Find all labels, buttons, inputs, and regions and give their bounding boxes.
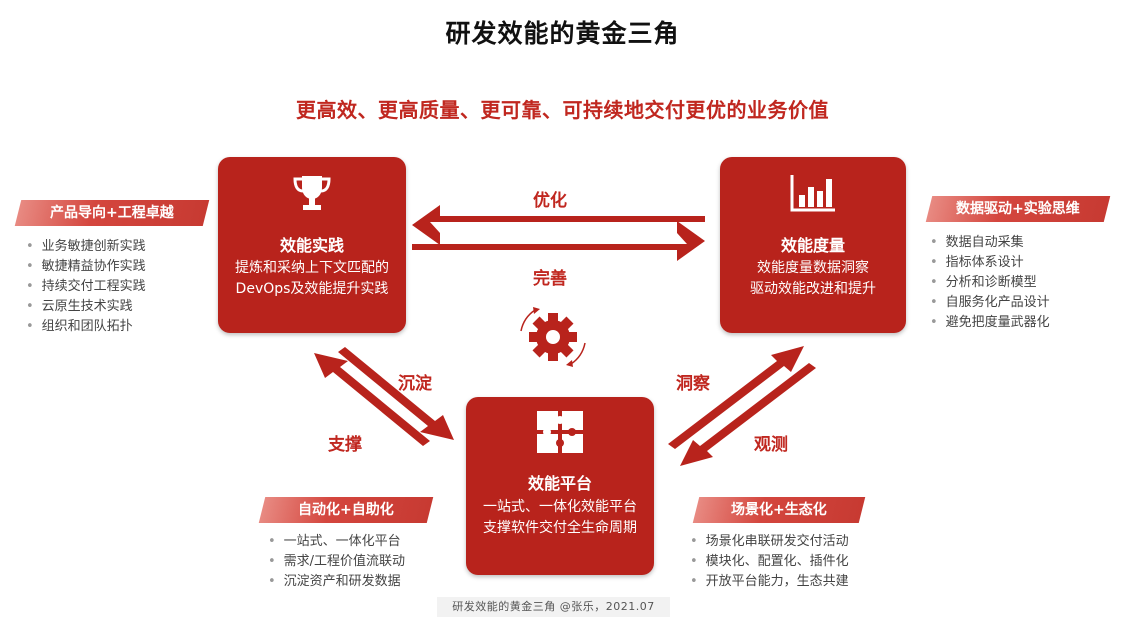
box-platform-line-1: 一站式、一体化效能平台 <box>483 499 637 515</box>
list-item: 避免把度量武器化 <box>930 313 1050 333</box>
list-item: 数据自动采集 <box>930 233 1050 253</box>
list-item: 沉淀资产和研发数据 <box>268 572 405 592</box>
list-item: 持续交付工程实践 <box>26 277 146 297</box>
list-item: 一站式、一体化平台 <box>268 532 405 552</box>
tag-data-label: 数据驱动+实验思维 <box>956 201 1080 217</box>
box-practice-title: 效能实践 <box>279 236 344 255</box>
box-practice: 效能实践 提炼和采纳上下文匹配的 DevOps及效能提升实践 <box>218 157 406 333</box>
box-platform: 效能平台 一站式、一体化效能平台 支撑软件交付全生命周期 <box>466 397 654 575</box>
page-subtitle: 更高效、更高质量、更可靠、可持续地交付更优的业务价值 <box>296 98 829 122</box>
label-optimize: 优化 <box>533 191 567 211</box>
tag-data: 数据驱动+实验思维 <box>925 196 1111 222</box>
tag-scenario: 场景化+生态化 <box>692 497 866 523</box>
list-item: 场景化串联研发交付活动 <box>690 532 849 552</box>
box-platform-title: 效能平台 <box>527 474 592 493</box>
tag-automation-label: 自动化+自助化 <box>298 502 394 518</box>
list-item: 组织和团队拓扑 <box>26 317 146 337</box>
box-practice-line-1: 提炼和采纳上下文匹配的 <box>235 260 389 276</box>
page-title: 研发效能的黄金三角 <box>445 19 680 48</box>
list-item: 自服务化产品设计 <box>930 293 1050 313</box>
list-scenario: 场景化串联研发交付活动 模块化、配置化、插件化 开放平台能力，生态共建 <box>690 532 849 592</box>
box-metrics-line-1: 效能度量数据洞察 <box>757 260 869 276</box>
box-metrics-line-2: 驱动效能改进和提升 <box>750 281 876 297</box>
tag-automation: 自动化+自助化 <box>258 497 434 523</box>
label-insight: 洞察 <box>676 374 710 394</box>
arrow-refine <box>412 221 705 261</box>
list-data: 数据自动采集 指标体系设计 分析和诊断模型 自服务化产品设计 避免把度量武器化 <box>930 233 1050 333</box>
box-practice-line-2: DevOps及效能提升实践 <box>235 281 389 297</box>
label-observe: 观测 <box>754 435 788 455</box>
tag-product: 产品导向+工程卓越 <box>14 200 210 226</box>
arrow-settle <box>338 347 454 440</box>
arrow-observe <box>680 363 816 466</box>
label-refine: 完善 <box>533 269 567 289</box>
list-item: 开放平台能力，生态共建 <box>690 572 849 592</box>
box-platform-line-2: 支撑软件交付全生命周期 <box>483 520 637 536</box>
list-item: 敏捷精益协作实践 <box>26 257 146 277</box>
list-item: 需求/工程价值流联动 <box>268 552 405 572</box>
list-item: 分析和诊断模型 <box>930 273 1050 293</box>
tag-scenario-label: 场景化+生态化 <box>731 502 827 518</box>
bar-chart-icon <box>789 173 837 217</box>
list-product: 业务敏捷创新实践 敏捷精益协作实践 持续交付工程实践 云原生技术实践 组织和团队… <box>26 237 146 337</box>
box-metrics: 效能度量 效能度量数据洞察 驱动效能改进和提升 <box>720 157 906 333</box>
label-support: 支撑 <box>328 435 362 455</box>
list-item: 云原生技术实践 <box>26 297 146 317</box>
list-item: 指标体系设计 <box>930 253 1050 273</box>
puzzle-icon <box>535 409 585 459</box>
trophy-icon <box>291 173 333 217</box>
list-automation: 一站式、一体化平台 需求/工程价值流联动 沉淀资产和研发数据 <box>268 532 405 592</box>
arrow-support <box>314 353 430 446</box>
tag-product-label: 产品导向+工程卓越 <box>50 205 174 221</box>
box-metrics-title: 效能度量 <box>780 236 845 255</box>
label-settle: 沉淀 <box>398 374 432 394</box>
gear-cycle-icon <box>520 307 586 367</box>
footer-caption: 研发效能的黄金三角 @张乐，2021.07 <box>437 597 670 617</box>
arrow-insight <box>668 346 804 449</box>
arrow-optimize <box>412 205 705 245</box>
list-item: 模块化、配置化、插件化 <box>690 552 849 572</box>
list-item: 业务敏捷创新实践 <box>26 237 146 257</box>
